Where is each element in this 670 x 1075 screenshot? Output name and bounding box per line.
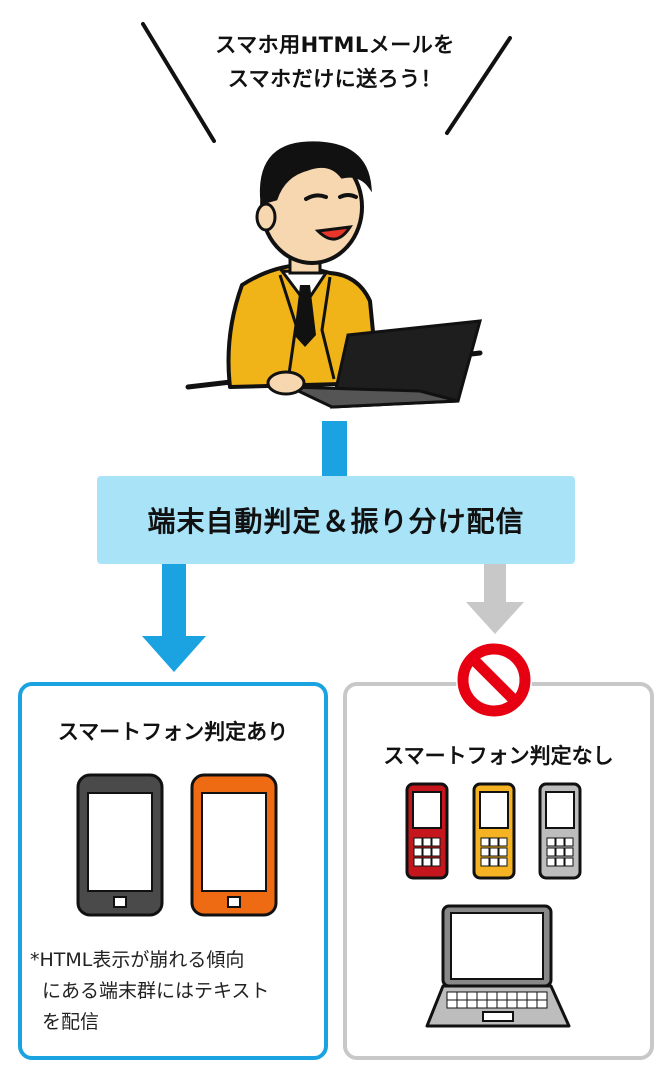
panel-title-no: スマートフォン判定なし (383, 744, 614, 768)
distribution-banner: 端末自動判定＆振り分け配信 (97, 476, 575, 564)
feature-phone-red-icon (405, 782, 449, 880)
feature-phone-gray-icon (538, 782, 582, 880)
smartphone-orange-icon (190, 773, 278, 917)
note-line-1: *HTML表示が崩れる傾向 (30, 949, 245, 971)
panel-title-yes: スマートフォン判定あり (57, 720, 289, 744)
note-line-3: を配信 (42, 1011, 100, 1033)
down-arrow-gray-icon (466, 564, 524, 634)
person-with-laptop-icon (185, 141, 483, 409)
connector-bar (322, 421, 347, 477)
feature-phone-yellow-icon (472, 782, 516, 880)
note-text: *HTML表示が崩れる傾向 にある端末群にはテキスト を配信 (30, 945, 315, 1038)
speech-line-1: スマホ用HTMLメールを (215, 33, 455, 57)
banner-label: 端末自動判定＆振り分け配信 (147, 505, 525, 538)
prohibited-icon (456, 642, 532, 718)
speech-text: スマホ用HTMLメールを スマホだけに送ろう！ (170, 28, 500, 96)
speech-line-2: スマホだけに送ろう！ (227, 67, 443, 91)
smartphone-icon (76, 773, 164, 917)
down-arrow-icon (142, 564, 206, 672)
laptop-icon (425, 904, 571, 1028)
note-line-2: にある端末群にはテキスト (42, 980, 270, 1002)
speech-lines (141, 22, 512, 143)
